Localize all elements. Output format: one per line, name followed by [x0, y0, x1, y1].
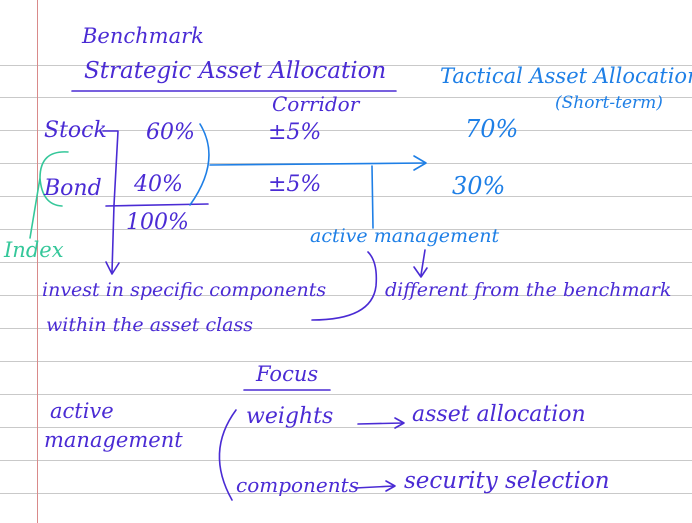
components-arrow [354, 485, 395, 489]
margin-line [37, 0, 38, 523]
saa-heading: Strategic Asset Allocation [84, 58, 387, 84]
rule-line [0, 394, 692, 395]
bond-corridor: ±5% [268, 172, 322, 197]
active-label: active [50, 399, 114, 423]
bracket-arrowhead [105, 261, 120, 275]
stock-weight: 60% [146, 120, 195, 145]
short-term-label: (Short-term) [555, 93, 663, 113]
invest-bracket [311, 251, 378, 321]
active-management-label: active management [310, 225, 500, 247]
rule-line [0, 328, 692, 329]
focus-paren [218, 409, 237, 501]
bond-weight: 40% [134, 172, 183, 197]
different-arrow [420, 249, 426, 276]
weights-arrow [357, 422, 404, 425]
active-connector [371, 165, 374, 229]
rule-line [0, 65, 692, 66]
index-brace [29, 151, 69, 239]
corridor-label: Corridor [272, 92, 360, 116]
bond-label: Bond [44, 176, 102, 201]
rule-line [0, 295, 692, 296]
different-label: different from the benchmark [385, 279, 672, 301]
benchmark-label: Benchmark [82, 24, 204, 48]
total-underline [105, 203, 209, 207]
rule-line [0, 130, 692, 131]
total-weight: 100% [126, 210, 189, 235]
management-label: management [44, 428, 183, 452]
weights-label: weights [246, 404, 334, 429]
taa-heading: Tactical Asset Allocation [440, 64, 692, 88]
rule-line [0, 97, 692, 98]
rule-line [0, 460, 692, 461]
bond-taa-weight: 30% [452, 172, 506, 200]
focus-label: Focus [256, 362, 319, 386]
bracket-arrow-down [111, 204, 115, 273]
stock-taa-weight: 70% [465, 115, 519, 143]
rule-line [0, 493, 692, 494]
saa-to-taa-arrow [209, 162, 426, 166]
stock-label: Stock [44, 118, 107, 143]
security-selection-label: security selection [404, 468, 610, 494]
components-arrowhead [385, 480, 396, 492]
asset-allocation-label: asset allocation [412, 402, 586, 427]
index-label: Index [4, 238, 64, 262]
different-arrowhead [413, 266, 428, 278]
rule-line [0, 427, 692, 428]
stock-corridor: ±5% [268, 120, 322, 145]
invest-line-2: within the asset class [46, 314, 254, 336]
weights-arrowhead [394, 417, 405, 429]
percent-paren [189, 123, 210, 206]
rule-line [0, 361, 692, 362]
rule-line [0, 196, 692, 197]
components-label: components [236, 473, 359, 497]
rule-line [0, 229, 692, 230]
invest-line-1: invest in specific components [42, 279, 327, 301]
stock-bond-bracket [102, 130, 119, 206]
rule-line [0, 262, 692, 263]
saa-to-taa-arrowhead [413, 155, 427, 171]
